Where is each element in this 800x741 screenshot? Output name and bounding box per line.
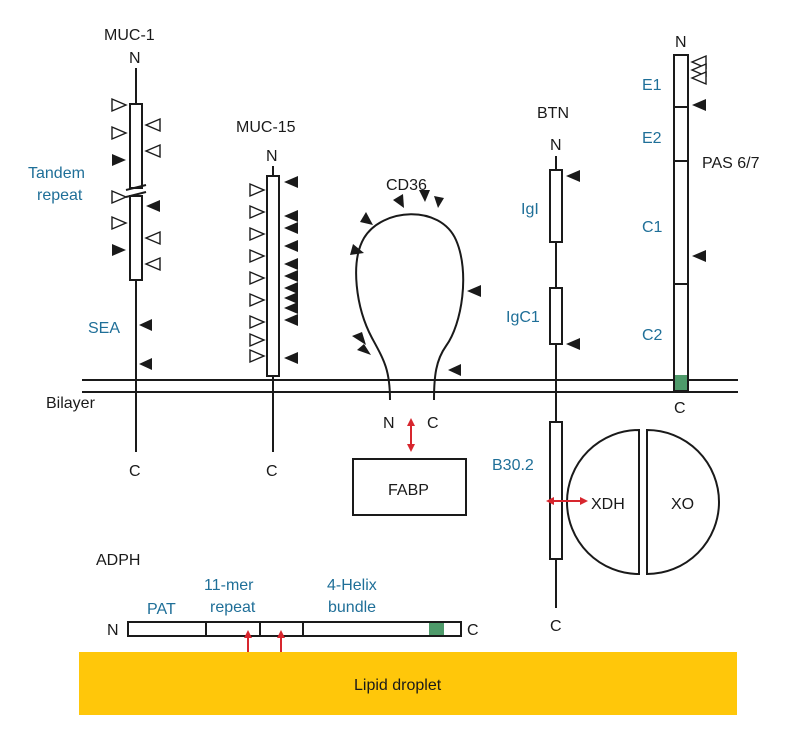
xo-domain [646, 428, 720, 576]
pas67-e1-label: E1 [642, 77, 662, 94]
cd36-c-terminus: C [427, 415, 439, 432]
pas67-bar [673, 54, 689, 392]
pas67-glycosylation-triangles [690, 54, 707, 262]
lipid-droplet [79, 652, 737, 715]
muc1-c-terminus: C [129, 463, 141, 480]
muc1-sea-label: SEA [88, 320, 120, 337]
adph-bar [127, 621, 462, 637]
muc15-protein [249, 166, 298, 452]
btn-c-terminus: C [550, 618, 562, 635]
muc15-c-terminus: C [266, 463, 278, 480]
btn-glycosylation-triangle [566, 170, 580, 182]
btn-b302-label: B30.2 [492, 457, 534, 474]
btn-igc1-domain [549, 287, 563, 345]
xo-label: XO [671, 496, 694, 513]
pas67-c2-label: C2 [642, 327, 663, 344]
pas67-c-terminus: C [674, 400, 686, 417]
cd36-title: CD36 [386, 177, 427, 194]
membrane-bilayer [82, 379, 738, 393]
pas67-c1-label: C1 [642, 219, 663, 236]
xdh-domain [566, 428, 640, 576]
cd36-glycosylation-triangles [350, 190, 481, 376]
btn-b302-domain [549, 421, 563, 560]
cd36-n-terminus: N [383, 415, 395, 432]
bilayer-label: Bilayer [46, 395, 96, 412]
fabp-label: FABP [388, 482, 429, 499]
muc1-title: MUC-1 [104, 27, 155, 44]
muc15-n-terminus: N [266, 148, 278, 165]
adph-pat-label: PAT [147, 601, 176, 618]
adph-protein [127, 621, 462, 666]
pas67-title: PAS 6/7 [702, 155, 760, 172]
btn-title: BTN [537, 105, 569, 122]
muc1-break-mark [125, 184, 147, 191]
fabp-box [352, 458, 467, 516]
btn-igi-label: IgI [521, 201, 539, 218]
muc1-n-terminus: N [129, 50, 141, 67]
btn-igc1-label: IgC1 [506, 309, 540, 326]
btn-protein [546, 156, 720, 608]
adph-hydrophobic-segment [429, 623, 444, 635]
adph-title: ADPH [96, 552, 140, 569]
muc15-box [266, 175, 280, 377]
muc15-title: MUC-15 [236, 119, 296, 136]
cd36-loop [355, 213, 465, 401]
pas67-e2-label: E2 [642, 130, 662, 147]
adph-helix-label-2: bundle [328, 599, 376, 616]
muc1-tandem-label-2: repeat [37, 187, 83, 204]
pas67-protein [673, 54, 707, 392]
xdh-label: XDH [591, 496, 625, 513]
adph-11mer-label-2: repeat [210, 599, 256, 616]
muc1-tandem-box-lower [129, 195, 143, 281]
muc1-tandem-box-upper [129, 103, 143, 189]
adph-helix-label-1: 4-Helix [327, 577, 377, 594]
cd36-protein [350, 190, 481, 516]
adph-11mer-label-1: 11-mer [204, 577, 254, 594]
adph-n-terminus: N [107, 622, 119, 639]
lipid-droplet-label: Lipid droplet [354, 677, 442, 694]
btn-n-terminus: N [550, 137, 562, 154]
pas67-transmembrane-segment [675, 375, 687, 390]
muc1-tandem-label-1: Tandem [28, 165, 85, 182]
muc15-glycosylation-triangles [249, 176, 298, 364]
btn-igi-domain [549, 169, 563, 243]
pas67-n-terminus: N [675, 34, 687, 51]
btn-glycosylation-triangle [566, 338, 580, 350]
muc1-protein [111, 68, 161, 452]
muc1-glycosylation-triangles [111, 97, 161, 370]
adph-c-terminus: C [467, 622, 479, 639]
